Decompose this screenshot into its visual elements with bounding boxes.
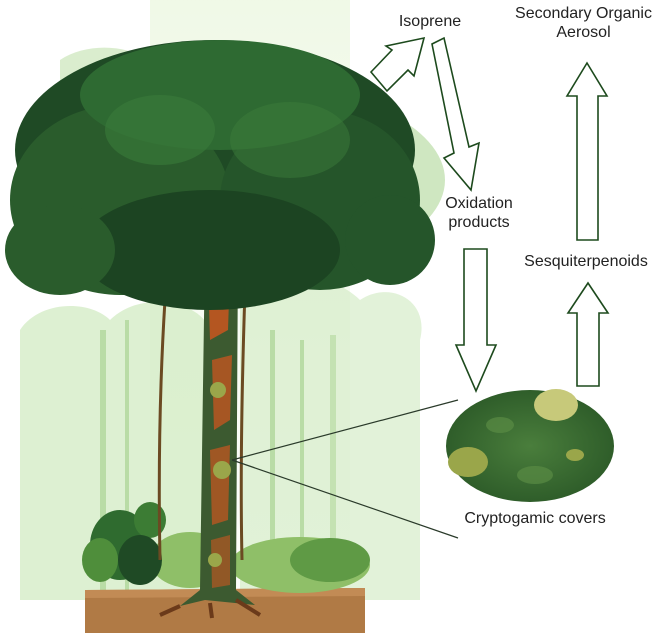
zoom-lines [231,399,459,539]
soa-line-1: Secondary Organic [515,5,652,22]
arrow-oxidation-to-moss [454,248,498,394]
oxidation-line-2: products [448,214,510,231]
oxidation-line-1: Oxidation [445,195,513,212]
arrow-isoprene-to-oxidation [431,36,481,192]
arrow-canopy-to-isoprene [369,36,426,93]
sesquiterpenoids-label: Sesquiterpenoids [524,253,648,270]
soa-line-2: Aerosol [556,24,611,41]
arrow-sesquiterpenoids-to-soa [565,61,609,241]
understory-plants [82,502,370,593]
secondary-organic-aerosol-label: Secondary Organic Aerosol [500,4,667,42]
moss-patch-illustration [446,389,614,502]
tree-canopy [5,40,445,310]
isoprene-label: Isoprene [398,13,462,30]
cryptogamic-covers-label: Cryptogamic covers [464,510,606,527]
arrows [369,36,610,394]
arrow-moss-to-sesquiterpenoids [566,281,610,387]
oxidation-products-label: Oxidation products [430,194,528,232]
